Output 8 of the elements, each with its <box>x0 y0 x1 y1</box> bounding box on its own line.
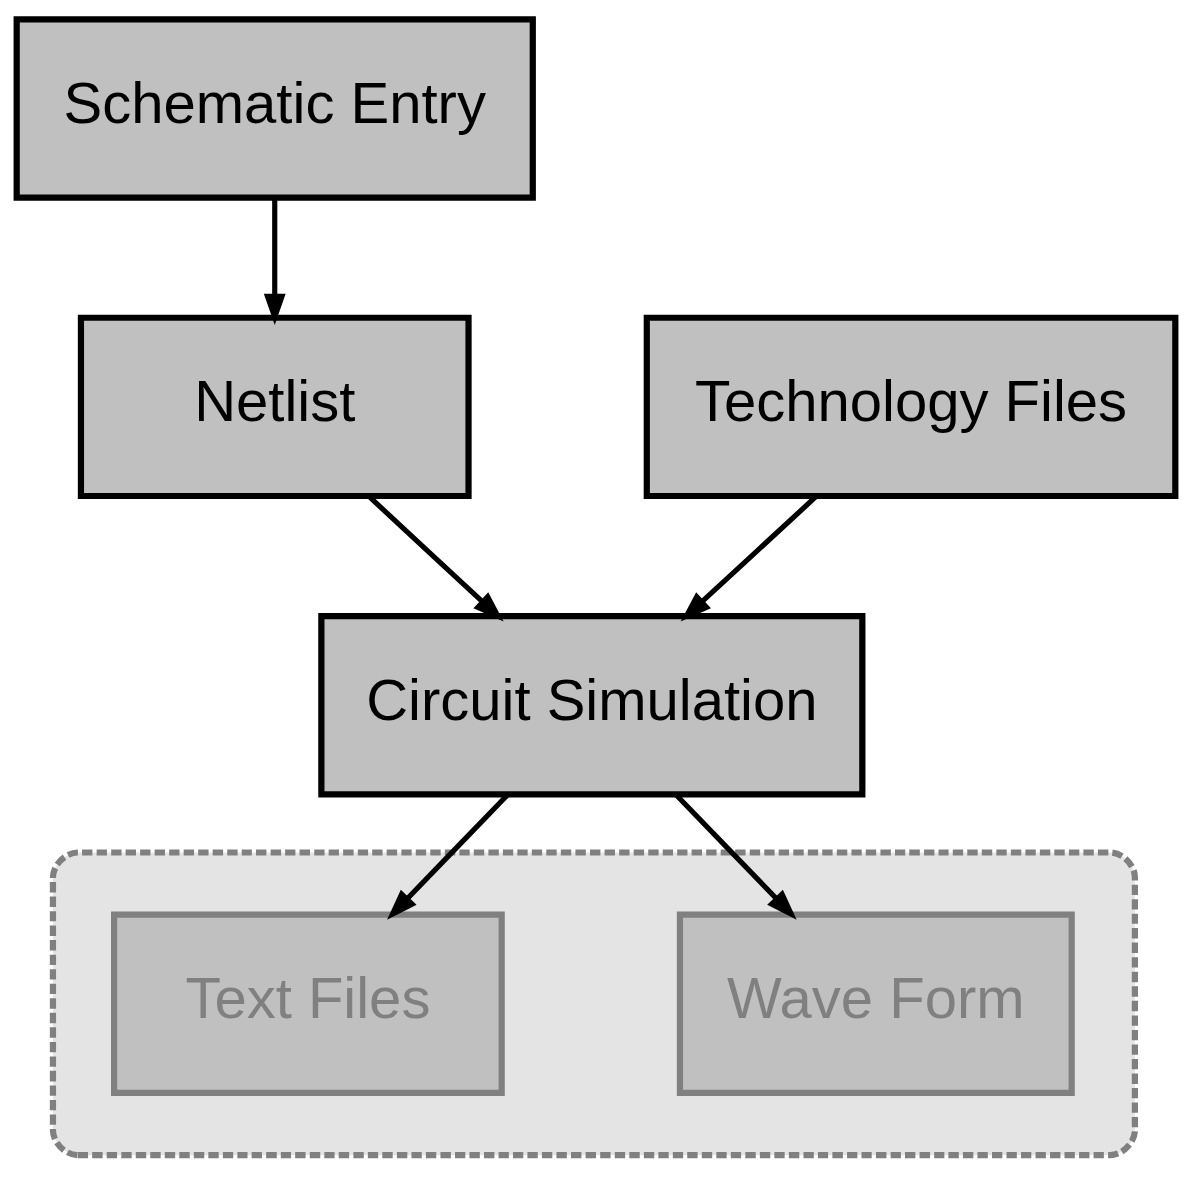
cluster <box>49 849 1138 1159</box>
node-box: Circuit Simulation <box>318 613 866 798</box>
arrow <box>263 198 286 325</box>
node-box: Technology Files <box>643 314 1179 500</box>
node-box: Text Files <box>111 911 505 1097</box>
node-box: Netlist <box>77 314 472 500</box>
node-box: Wave Form <box>676 911 1075 1097</box>
node-box: Schematic Entry <box>13 16 536 201</box>
